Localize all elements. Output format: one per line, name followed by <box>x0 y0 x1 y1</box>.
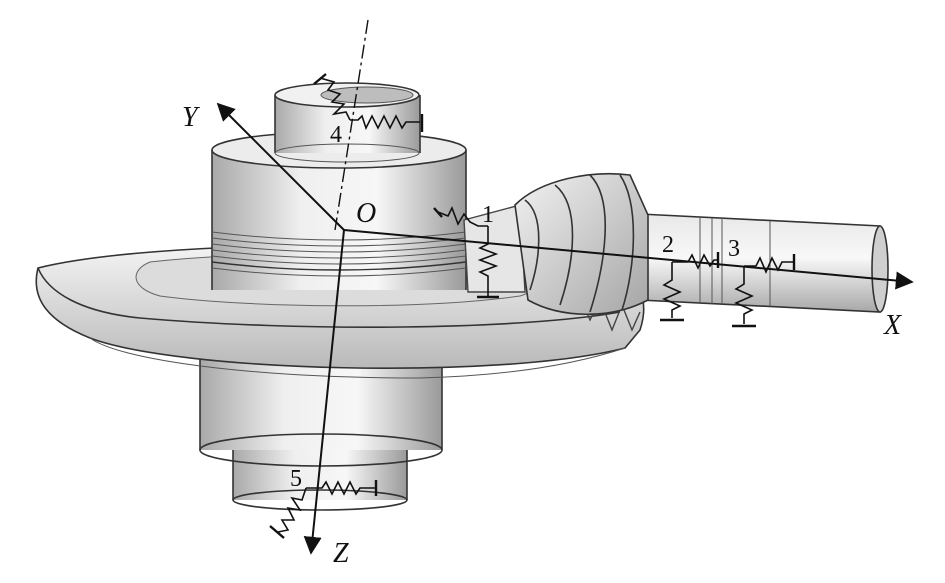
support-5: 5 <box>269 466 378 539</box>
support-2: 2 <box>660 232 720 322</box>
x-axis <box>343 229 914 290</box>
upper-shaft <box>274 82 421 163</box>
y-axis <box>216 102 345 231</box>
pinion-shaft <box>639 213 889 313</box>
z-axis-label: Z <box>333 538 349 569</box>
support-label-3: 3 <box>728 236 740 262</box>
support-1: 1 <box>433 202 499 299</box>
main-hub <box>211 131 467 290</box>
x-axis-label: X <box>883 310 902 341</box>
origin-label: O <box>356 198 376 229</box>
y-axis-label: Y <box>182 102 201 133</box>
support-4: 4 <box>313 73 424 148</box>
support-label-5: 5 <box>290 466 302 492</box>
z-axis <box>303 229 345 555</box>
coordinate-axes <box>216 102 914 555</box>
axis-centerline <box>334 19 369 231</box>
support-label-2: 2 <box>662 232 674 258</box>
support-label-4: 4 <box>330 122 342 148</box>
support-3: 3 <box>728 236 796 328</box>
support-label-1: 1 <box>482 202 494 228</box>
